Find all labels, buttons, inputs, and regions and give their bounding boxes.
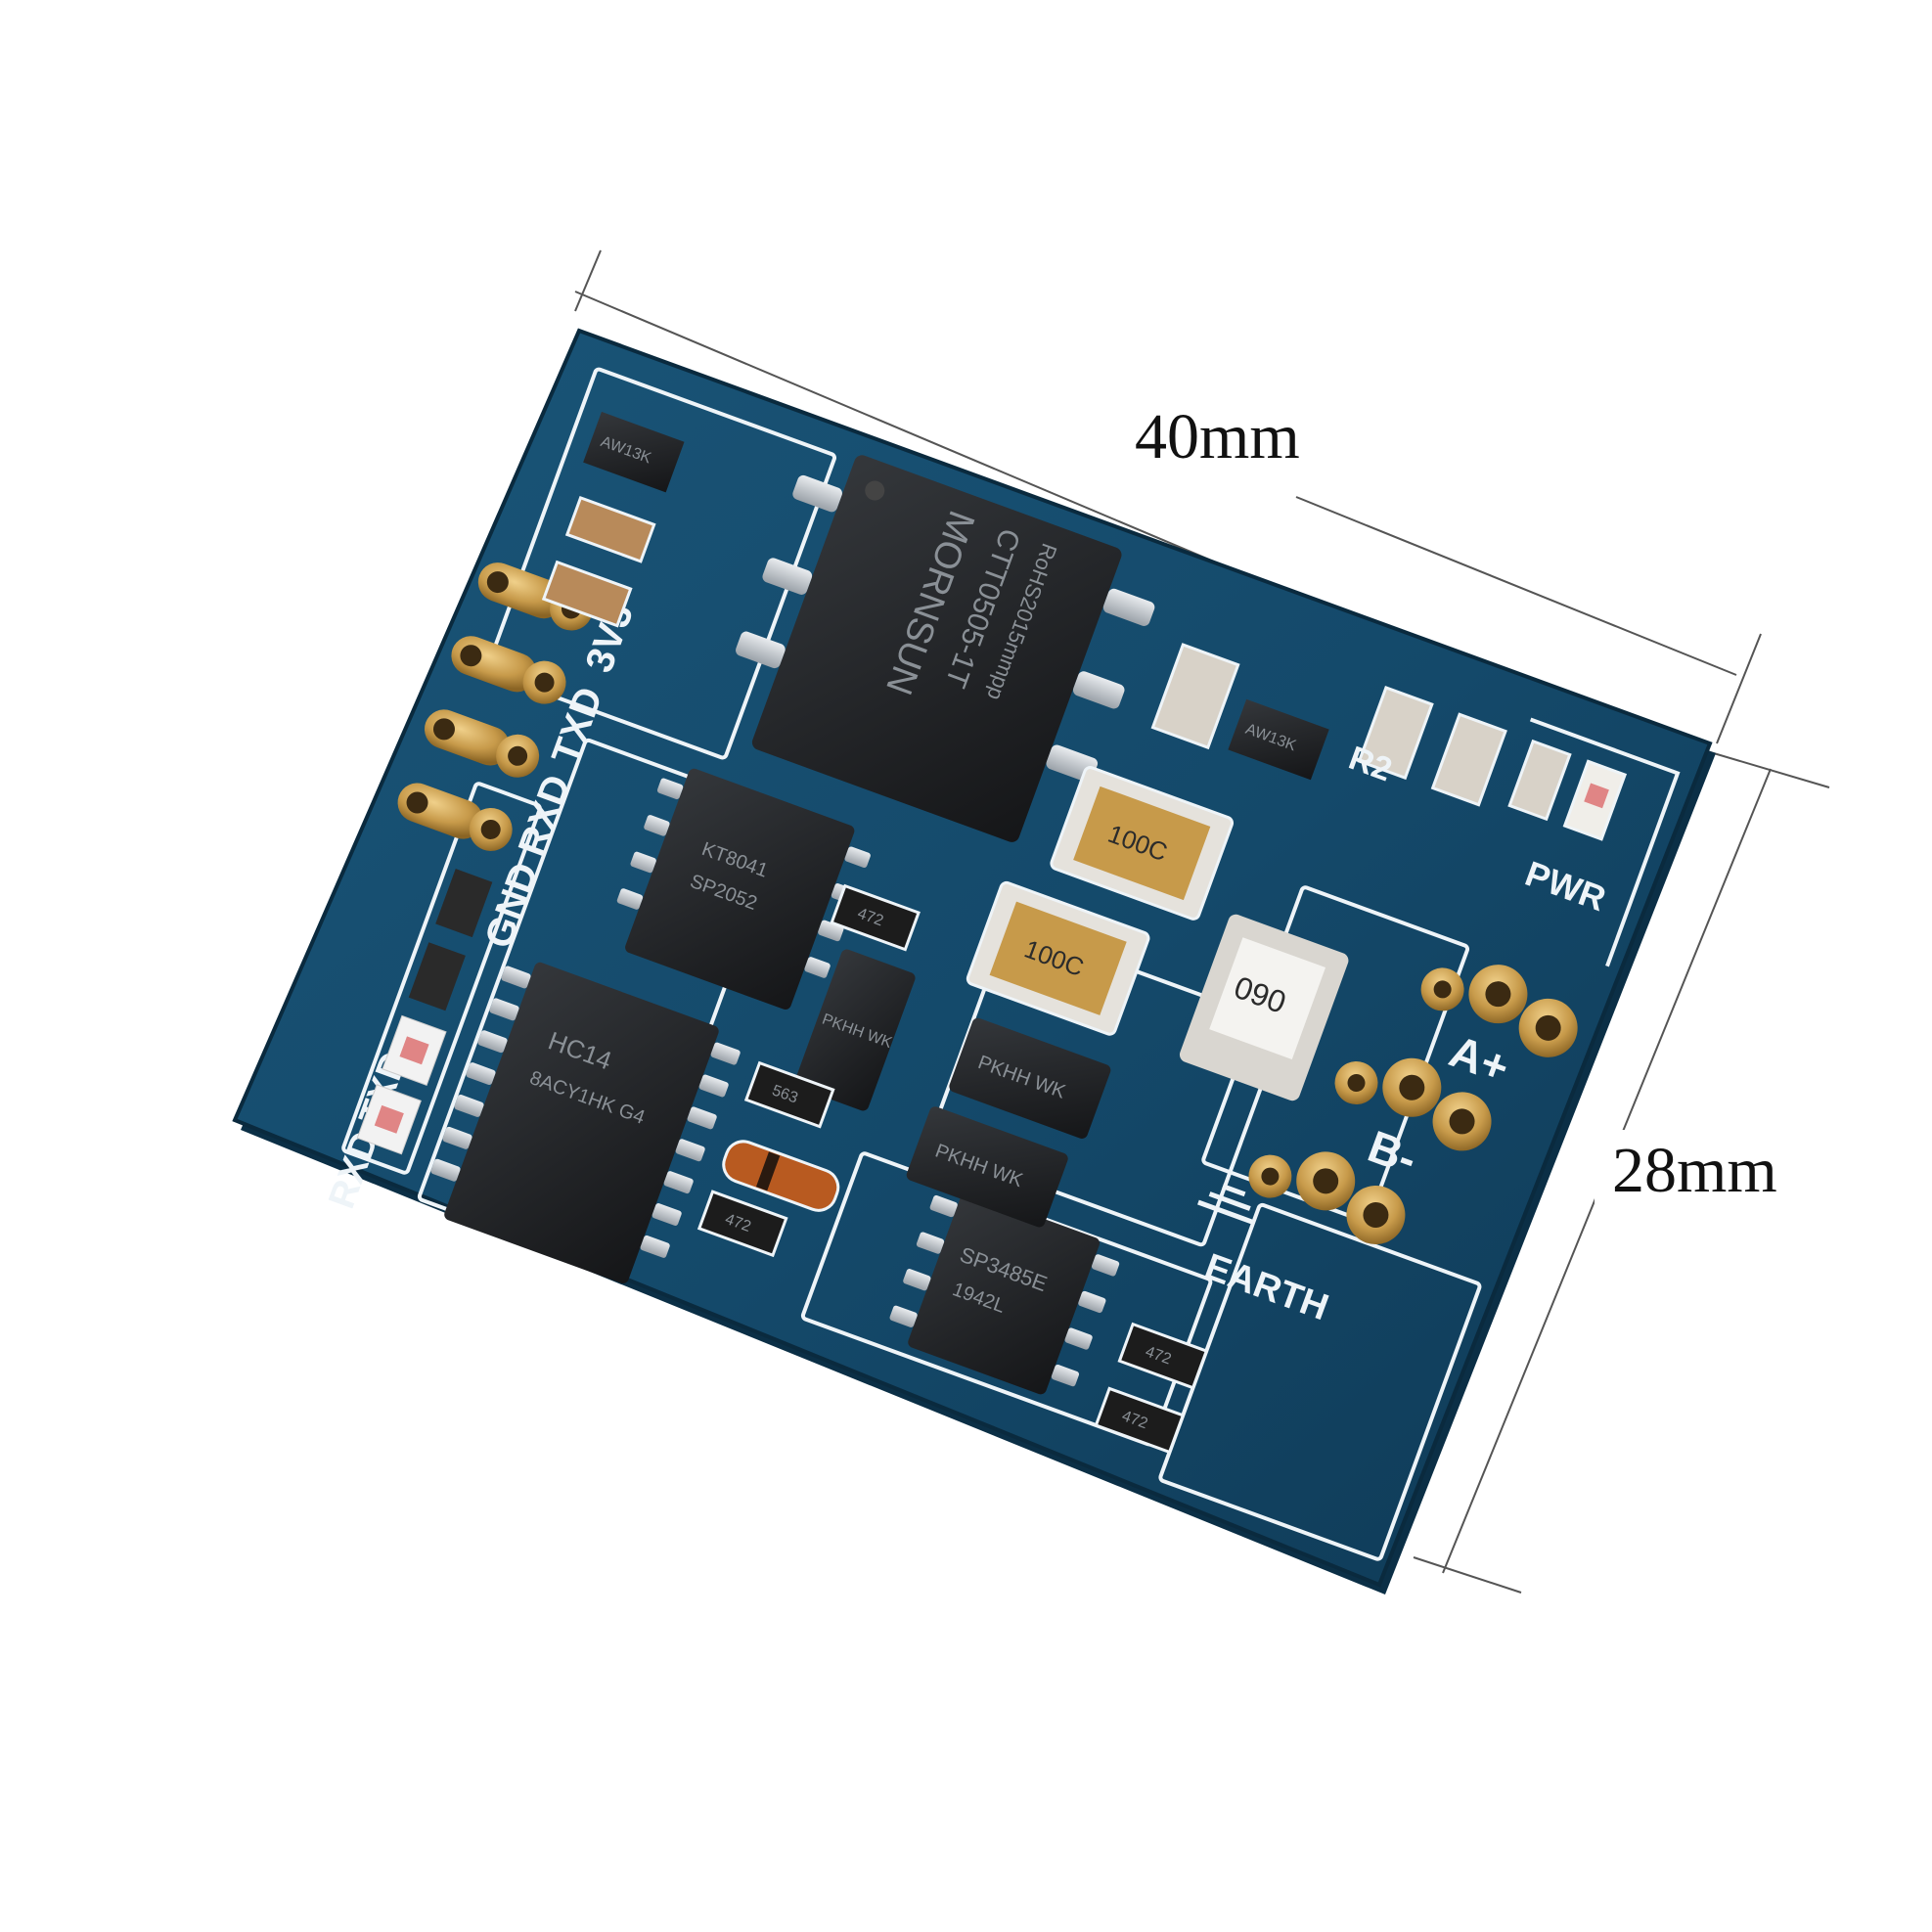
height-label: 28mm — [1612, 1135, 1777, 1206]
width-label: 40mm — [1135, 401, 1300, 472]
isolator-ic: KT8041 SP2052 — [616, 768, 871, 1011]
resistor-472-a: 472 — [830, 883, 921, 952]
earth-icon — [1197, 1184, 1255, 1225]
resistor-472-b: 472 — [696, 1190, 788, 1258]
signal-diode — [722, 1140, 840, 1212]
tvs-diode-3: PKHH WK — [906, 1106, 1068, 1228]
fuse: 090 — [1179, 914, 1349, 1101]
inductor-1: 100C — [1050, 766, 1235, 921]
dcdc-module: MORNSUN CTT0505-1T RoHS2015mmpp — [736, 455, 1155, 842]
led-indicators — [356, 869, 493, 1155]
tvs-diode-1: PKHH WK — [794, 949, 916, 1111]
resistor-472-c: 472 — [1094, 1386, 1186, 1455]
smd-capacitors — [541, 495, 1628, 841]
inductor-2: 100C — [966, 880, 1150, 1036]
resistor-472-d: 472 — [1117, 1322, 1209, 1390]
output-terminals — [1248, 965, 1578, 1245]
sp3485-ic: SP3485E 1942L — [889, 1191, 1120, 1395]
regulator-2: AW13K — [1228, 698, 1329, 781]
hc14-ic: HC14 8ACY1HK G4 — [430, 962, 741, 1284]
regulator-1: AW13K — [583, 411, 685, 493]
dimension-height: 28mm — [1413, 750, 1830, 1594]
dimension-width: 40mm — [574, 249, 1762, 744]
tvs-diode-2: PKHH WK — [949, 1017, 1111, 1139]
resistor-563: 563 — [743, 1060, 835, 1129]
